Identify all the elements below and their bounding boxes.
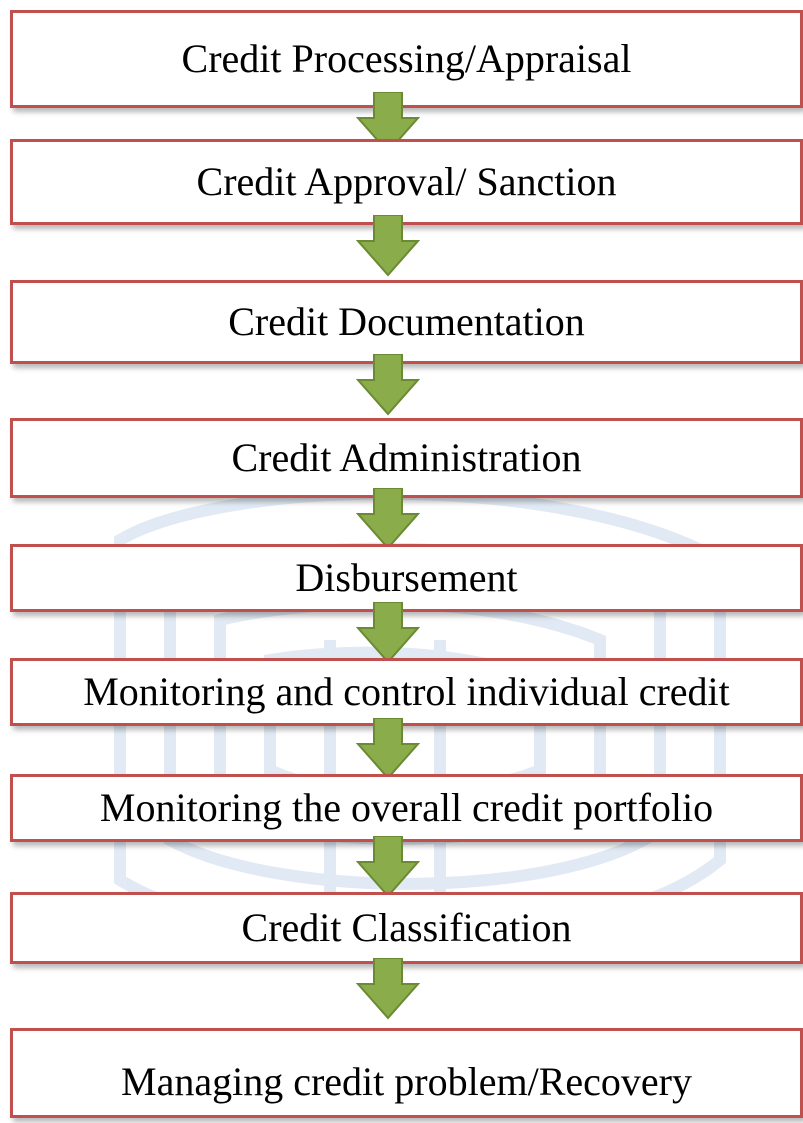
down-arrow-icon — [356, 718, 420, 780]
step-disbursement: Disbursement — [10, 544, 803, 612]
down-arrow-icon — [356, 602, 420, 664]
step-credit-administration: Credit Administration — [10, 418, 803, 498]
down-arrow-icon — [356, 836, 420, 898]
step-credit-processing-appraisal: Credit Processing/Appraisal — [10, 10, 803, 108]
step-credit-approval-sanction: Credit Approval/ Sanction — [10, 139, 803, 225]
down-arrow-icon — [356, 488, 420, 550]
down-arrow-icon — [356, 215, 420, 277]
step-credit-documentation: Credit Documentation — [10, 280, 803, 364]
down-arrow-icon — [356, 354, 420, 416]
down-arrow-icon — [356, 958, 420, 1020]
step-credit-classification: Credit Classification — [10, 892, 803, 964]
step-monitoring-overall-portfolio: Monitoring the overall credit portfolio — [10, 774, 803, 842]
down-arrow-icon — [356, 92, 420, 154]
step-managing-credit-problem-recovery: Managing credit problem/Recovery — [10, 1028, 803, 1118]
step-monitoring-individual-credit: Monitoring and control individual credit — [10, 658, 803, 726]
